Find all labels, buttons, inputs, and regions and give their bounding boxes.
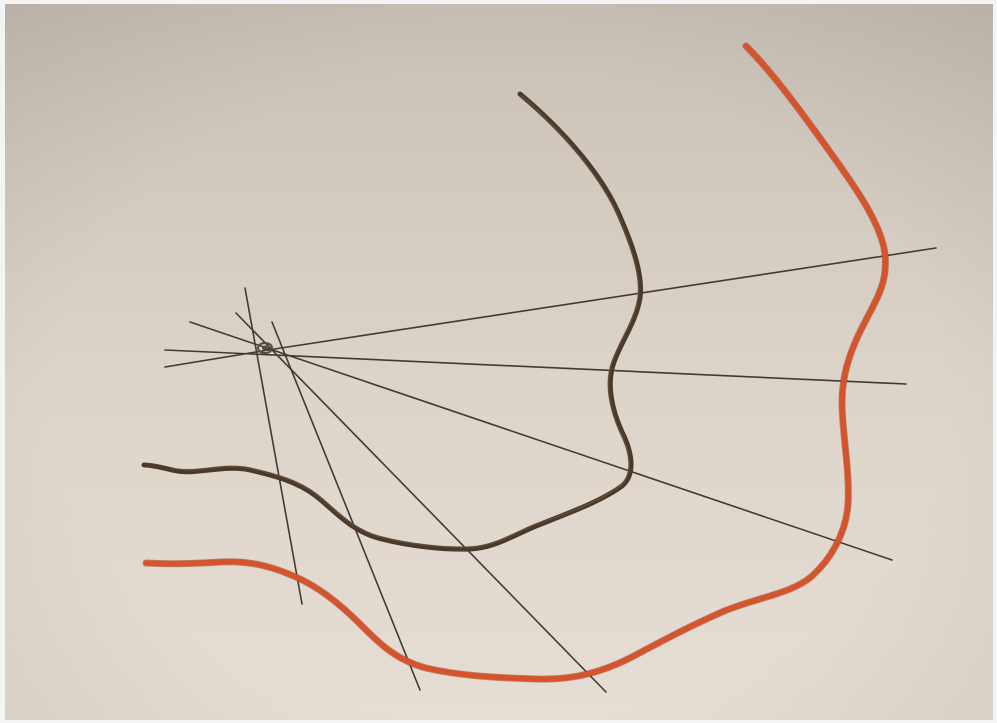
sketch-canvas	[0, 0, 997, 723]
photo	[0, 0, 997, 723]
